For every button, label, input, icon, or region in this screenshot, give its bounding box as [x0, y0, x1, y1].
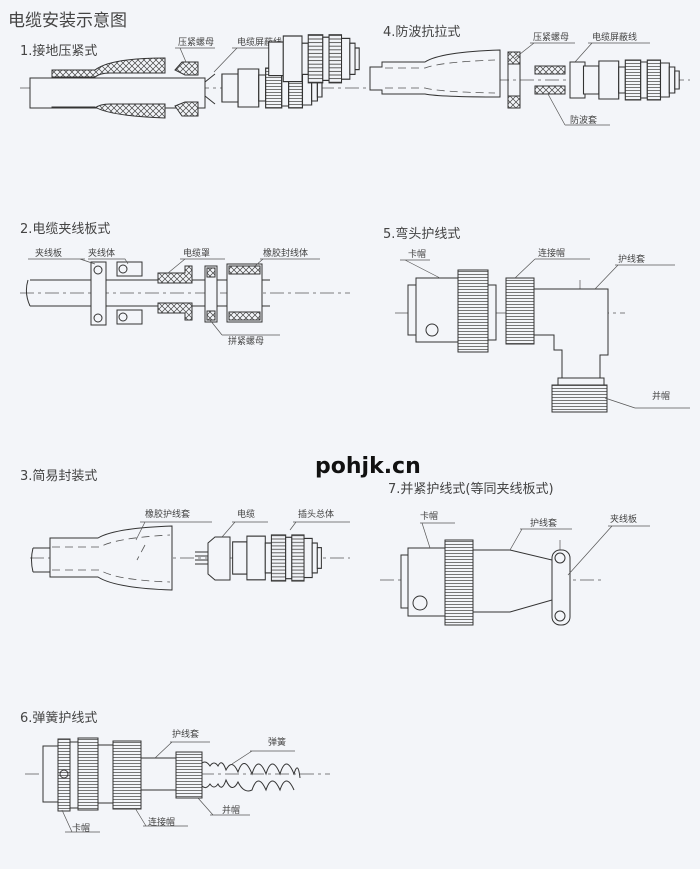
label-compression-nut: 压紧螺母: [178, 37, 214, 48]
label-plug-assembly: 插头总体: [298, 508, 334, 520]
figure-3-simple-seal: 3.简易封装式 橡胶护线套 电缆 插头总体: [20, 468, 350, 591]
figure-title: 6.弹簧护线式: [20, 710, 97, 726]
figure-5-elbow-protective: 5.弯头护线式 卡帽 连接帽 护线套 并帽: [383, 226, 690, 413]
label-clamp-plate: 夹线板: [610, 513, 637, 525]
label-clamp-plate: 夹线板: [35, 247, 62, 259]
figure-1-grounding-compression: 1.接地压紧式 压紧螺母 电缆屏蔽线: [20, 36, 370, 119]
figure-title: 4.防波抗拉式: [383, 24, 460, 40]
label-wave-sleeve: 防波套: [570, 114, 597, 126]
figure-title: 1.接地压紧式: [20, 43, 97, 59]
label-spring: 弹簧: [268, 736, 286, 748]
label-snap-cap: 卡帽: [72, 822, 90, 834]
figure-title: 5.弯头护线式: [383, 226, 460, 242]
label-lock-cap: 并帽: [652, 390, 670, 402]
label-protective-sleeve: 护线套: [618, 253, 645, 265]
figure-7-lock-protective: 7.并紧护线式(等同夹线板式) 卡帽 护线套 夹线板: [380, 481, 650, 626]
label-snap-cap: 卡帽: [408, 248, 426, 260]
label-lock-nut: 拼紧螺母: [228, 335, 264, 347]
label-cable: 电缆: [237, 508, 255, 520]
figure-title: 7.并紧护线式(等同夹线板式): [388, 481, 554, 497]
label-rubber-sleeve: 橡胶护线套: [145, 508, 190, 520]
figure-title: 3.简易封装式: [20, 468, 97, 484]
label-coupling-cap: 连接帽: [538, 247, 565, 259]
figure-4-anti-wave-tension: 4.防波抗拉式 压紧螺母 电缆屏蔽线 防波套: [369, 24, 690, 126]
label-protective-sleeve: 护线套: [530, 517, 557, 529]
label-protective-sleeve: 护线套: [172, 728, 199, 740]
figure-title: 2.电缆夹线板式: [20, 221, 110, 237]
label-coupling-cap: 连接帽: [148, 816, 175, 828]
figure-6-spring-protective: 6.弹簧护线式 护线套 弹簧 卡帽 连接帽 并帽: [20, 710, 330, 834]
label-cable-shield: 电缆屏蔽线: [592, 31, 637, 43]
label-clamp-body: 夹线体: [88, 247, 115, 259]
label-lock-cap: 并帽: [222, 804, 240, 816]
label-cable-cover: 电缆罩: [183, 247, 210, 259]
label-snap-cap: 卡帽: [420, 510, 438, 522]
label-rubber-seal: 橡胶封线体: [263, 247, 308, 259]
diagram-title: 电缆安装示意图: [8, 11, 127, 31]
figure-2-cable-clamp-plate: 2.电缆夹线板式 夹线板 夹线体 电缆罩 橡胶封线体 拼紧螺母: [20, 34, 360, 347]
watermark: pohjk.cn: [315, 454, 421, 479]
label-compression-nut: 压紧螺母: [533, 32, 569, 43]
